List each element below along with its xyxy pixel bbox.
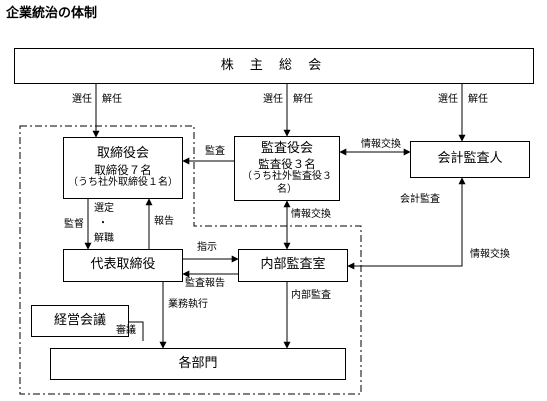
page-title: 企業統治の体制 (6, 6, 98, 21)
label-elect-dismiss-accounting: 選任 解任 (438, 94, 488, 105)
audit-board-members: 監査役３名 (258, 156, 316, 171)
shareholders-meeting-label: 株 主 総 会 (220, 57, 328, 73)
board-members: 取締役７名 (94, 162, 152, 177)
label-dot: ・ (98, 218, 108, 229)
representative-director-label: 代表取締役 (90, 257, 156, 273)
arrow-info-accounting-internal (347, 177, 466, 270)
internal-audit-office-label: 内部監査室 (260, 257, 326, 273)
label-info-exchange-right: 情報交換 (470, 249, 510, 260)
accounting-auditor-label: 会計監査人 (437, 151, 503, 167)
representative-director-box: 代表取締役 (63, 249, 183, 282)
label-instruct: 指示 (197, 242, 217, 253)
internal-audit-office-box: 内部監査室 (238, 249, 348, 282)
label-info-exchange-top: 情報交換 (361, 139, 401, 150)
label-info-exchange-mid: 情報交換 (291, 209, 331, 220)
audit-board-name: 監査役会 (260, 140, 313, 156)
label-audit: 監査 (205, 146, 225, 157)
label-supervise: 監督 (64, 219, 84, 230)
label-audit-report: 監査報告 (185, 278, 225, 289)
label-elect-dismiss-auditors: 選任 解任 (263, 94, 313, 105)
label-report: 報告 (154, 216, 174, 227)
label-select: 選定 (94, 203, 114, 214)
label-internal-audit: 内部監査 (291, 290, 331, 301)
management-meeting-label: 経営会議 (53, 312, 106, 328)
shareholders-meeting-box: 株 主 総 会 (14, 48, 534, 84)
label-dismiss: 解職 (94, 233, 114, 244)
board-of-directors-box: 取締役会 取締役７名 （うち社外取締役１名） (63, 137, 183, 199)
board-note: （うち社外取締役１名） (68, 177, 178, 189)
departments-box: 各部門 (50, 348, 346, 380)
label-elect-dismiss-board: 選任 解任 (72, 94, 122, 105)
label-accounting-audit: 会計監査 (400, 194, 440, 205)
accounting-auditor-box: 会計監査人 (410, 141, 530, 178)
label-deliberation: 審議 (116, 325, 136, 336)
management-meeting-box: 経営会議 (31, 305, 129, 337)
audit-board-note: （うち社外監査役３名） (242, 171, 332, 195)
label-business-execution: 業務執行 (168, 299, 208, 310)
board-name: 取締役会 (96, 146, 149, 162)
arrow-deliberation (129, 321, 144, 341)
audit-board-box: 監査役会 監査役３名 （うち社外監査役３名） (234, 136, 340, 201)
departments-label: 各部門 (178, 355, 218, 371)
